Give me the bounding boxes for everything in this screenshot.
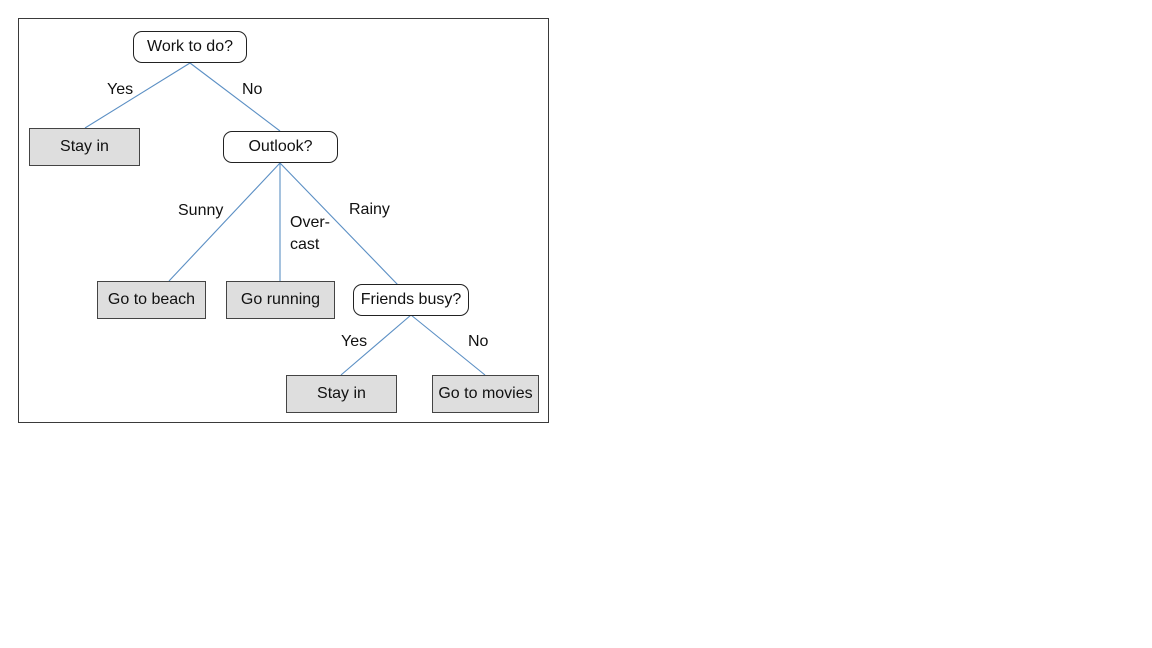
node-friends-busy: Friends busy? xyxy=(353,284,469,316)
node-label: Go to movies xyxy=(438,385,533,402)
edge-label-root-no: No xyxy=(242,81,263,98)
edge-label-root-yes: Yes xyxy=(107,81,134,98)
diagram-frame xyxy=(18,18,549,423)
node-work-to-do: Work to do? xyxy=(133,31,247,63)
edge-label-overcast-line2: cast xyxy=(290,236,320,253)
node-outlook: Outlook? xyxy=(223,131,338,163)
node-go-running: Go running xyxy=(226,281,335,319)
edge-label-overcast-line1: Over- xyxy=(290,214,330,231)
edge-label-rainy: Rainy xyxy=(349,201,390,218)
node-stay-in-2: Stay in xyxy=(286,375,397,413)
node-go-to-movies: Go to movies xyxy=(432,375,539,413)
node-label: Friends busy? xyxy=(360,291,462,308)
node-label: Go to beach xyxy=(107,291,196,308)
node-label: Outlook? xyxy=(248,138,313,155)
node-stay-in-1: Stay in xyxy=(29,128,140,166)
node-go-to-beach: Go to beach xyxy=(97,281,206,319)
node-label: Work to do? xyxy=(147,38,233,55)
node-label: Go running xyxy=(240,291,321,308)
node-label: Stay in xyxy=(60,138,109,155)
edge-label-friends-no: No xyxy=(468,333,489,350)
node-label: Stay in xyxy=(317,385,366,402)
edge-label-sunny: Sunny xyxy=(178,202,224,219)
edge-label-overcast: Over- cast xyxy=(290,212,330,256)
edge-label-friends-yes: Yes xyxy=(341,333,368,350)
